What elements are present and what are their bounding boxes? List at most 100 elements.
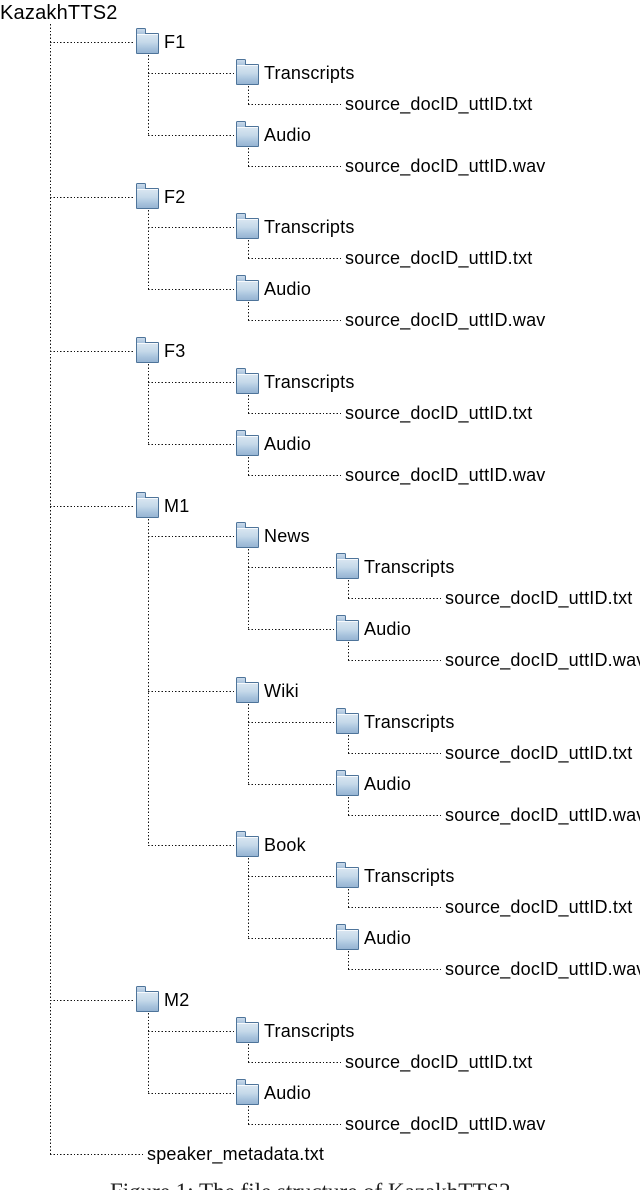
folder-label: Transcripts — [264, 217, 355, 237]
file-label: source_docID_uttID.wav — [445, 959, 640, 979]
folder-label: Audio — [364, 619, 412, 639]
figure-caption: Figure 1: The file structure of KazakhTT… — [110, 1179, 511, 1190]
tree-connector-v — [348, 797, 350, 816]
folder-icon — [335, 770, 359, 796]
tree-connector-h — [248, 166, 341, 168]
folder-label: Audio — [264, 434, 312, 454]
folder-icon — [335, 615, 359, 641]
file-label: speaker_metadata.txt — [147, 1144, 325, 1164]
folder-icon — [135, 337, 159, 363]
folder-label: F2 — [164, 187, 186, 207]
tree-connector-h — [348, 598, 441, 600]
folder-icon — [235, 59, 259, 85]
tree-connector-v — [348, 642, 350, 661]
folder-label: F1 — [164, 32, 186, 52]
file-label: source_docID_uttID.txt — [345, 94, 533, 114]
file-label: source_docID_uttID.wav — [345, 465, 546, 485]
tree-connector-v — [148, 55, 150, 136]
folder-label: Audio — [364, 774, 412, 794]
tree-connector-h — [50, 506, 134, 508]
folder-icon — [135, 28, 159, 54]
file-label: source_docID_uttID.txt — [445, 588, 633, 608]
folder-icon — [135, 986, 159, 1012]
folder-label: M2 — [164, 990, 190, 1010]
folder-icon — [335, 862, 359, 888]
tree-connector-h — [50, 351, 134, 353]
folder-label: Transcripts — [364, 866, 455, 886]
folder-icon — [335, 708, 359, 734]
tree-connector-h — [248, 320, 341, 322]
tree-connector-v — [348, 580, 350, 599]
folder-label: Transcripts — [364, 712, 455, 732]
tree-connector-v — [348, 889, 350, 908]
file-label: source_docID_uttID.txt — [445, 743, 633, 763]
tree-connector-v — [148, 519, 150, 846]
tree-connector-h — [148, 1031, 234, 1033]
folder-label: Transcripts — [264, 372, 355, 392]
tree-connector-h — [248, 876, 334, 878]
tree-connector-h — [50, 197, 134, 199]
tree-connector-h — [148, 1093, 234, 1095]
tree-connector-v — [148, 364, 150, 445]
tree-connector-v — [248, 1044, 250, 1063]
file-label: source_docID_uttID.txt — [445, 897, 633, 917]
folder-icon — [235, 121, 259, 147]
tree-connector-h — [248, 567, 334, 569]
tree-connector-h — [348, 660, 441, 662]
folder-icon — [335, 553, 359, 579]
tree-connector-h — [148, 382, 234, 384]
tree-connector-h — [348, 907, 441, 909]
folder-icon — [235, 831, 259, 857]
folder-label: Transcripts — [264, 63, 355, 83]
tree-connector-v — [148, 1013, 150, 1094]
tree-connector-v — [248, 240, 250, 259]
folder-label: Audio — [364, 928, 412, 948]
tree-connector-v — [248, 1106, 250, 1125]
tree-connector-h — [248, 413, 341, 415]
folder-icon — [235, 522, 259, 548]
tree-connector-v — [248, 457, 250, 476]
tree-connector-v — [248, 86, 250, 105]
folder-icon — [135, 183, 159, 209]
tree-connector-h — [348, 969, 441, 971]
folder-label: Wiki — [264, 681, 299, 701]
tree-connector-h — [148, 444, 234, 446]
tree-connector-h — [248, 1062, 341, 1064]
file-label: source_docID_uttID.txt — [345, 248, 533, 268]
tree-connector-h — [148, 289, 234, 291]
folder-label: Transcripts — [364, 557, 455, 577]
tree-connector-v — [348, 735, 350, 754]
tree-connector-h — [248, 722, 334, 724]
tree-connector-h — [248, 258, 341, 260]
root-folder-label: KazakhTTS2 — [0, 2, 118, 24]
tree-connector-v — [248, 704, 250, 785]
folder-icon — [335, 924, 359, 950]
folder-icon — [235, 430, 259, 456]
file-label: source_docID_uttID.txt — [345, 403, 533, 423]
folder-icon — [235, 368, 259, 394]
folder-icon — [235, 677, 259, 703]
tree-connector-h — [248, 475, 341, 477]
tree-connector-v — [248, 148, 250, 167]
tree-connector-h — [348, 753, 441, 755]
tree-connector-v — [148, 210, 150, 290]
folder-label: Transcripts — [264, 1021, 355, 1041]
folder-icon — [235, 213, 259, 239]
tree-connector-v — [248, 395, 250, 414]
tree-connector-h — [148, 536, 234, 538]
folder-label: Audio — [264, 125, 312, 145]
tree-connector-h — [248, 938, 334, 940]
tree-connector-v — [348, 951, 350, 970]
tree-connector-h — [50, 1154, 143, 1156]
file-label: source_docID_uttID.wav — [345, 310, 546, 330]
tree-connector-h — [50, 42, 134, 44]
folder-icon — [235, 1079, 259, 1105]
tree-connector-h — [248, 1124, 341, 1126]
tree-connector-h — [50, 1000, 134, 1002]
folder-label: M1 — [164, 496, 190, 516]
file-label: source_docID_uttID.wav — [345, 156, 546, 176]
tree-connector-h — [148, 73, 234, 75]
tree-connector-h — [248, 629, 334, 631]
tree-connector-h — [148, 845, 234, 847]
